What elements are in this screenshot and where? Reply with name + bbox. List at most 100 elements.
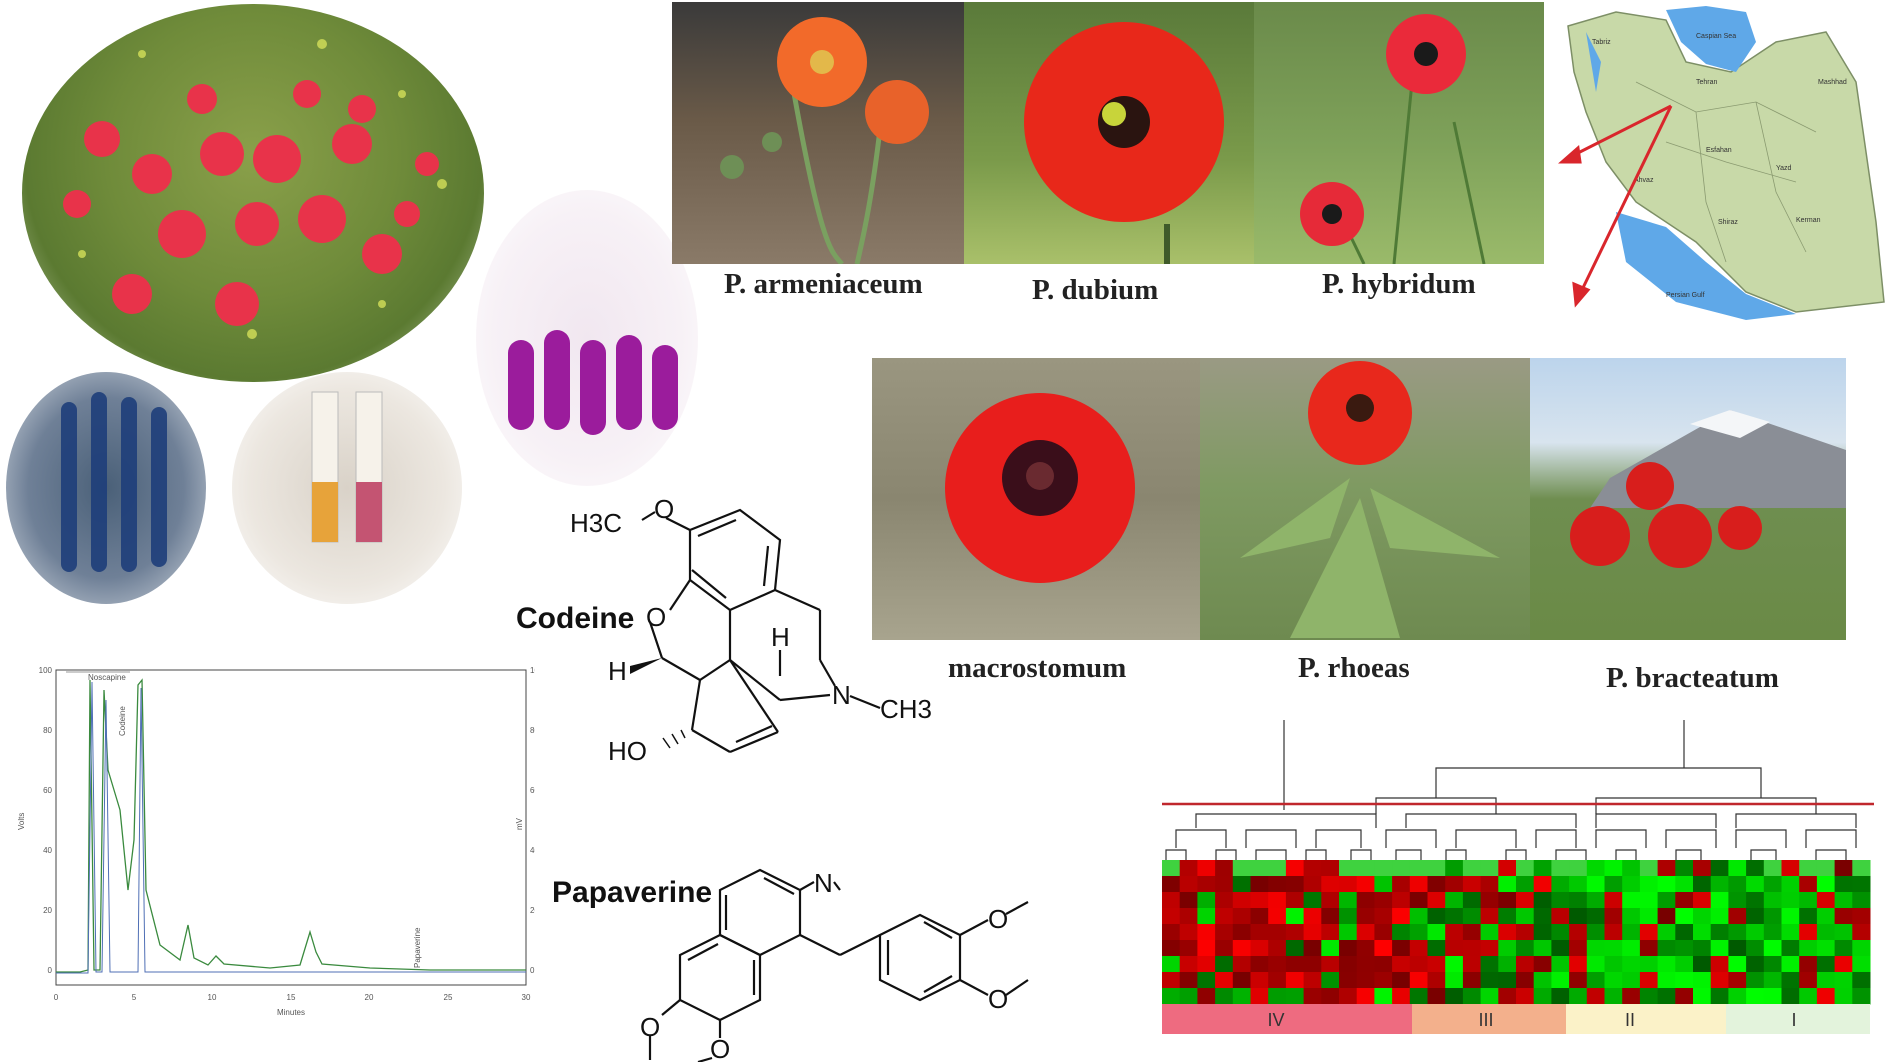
heatmap-cell: [1339, 940, 1358, 957]
heatmap-cell: [1516, 940, 1535, 957]
heatmap-cell: [1710, 940, 1729, 957]
heatmap-cell: [1427, 876, 1446, 893]
heatmap-cell: [1728, 908, 1747, 925]
map-labels: Caspian Sea Persian Gulf Tehran Tabriz M…: [1592, 33, 1847, 299]
photo-p-bracteatum: [1530, 358, 1846, 640]
heatmap-cell: [1480, 892, 1499, 909]
heatmap-cell: [1179, 892, 1198, 909]
heatmap-cell: [1675, 988, 1694, 1005]
heatmap-cell: [1693, 940, 1712, 957]
y-tick: 20: [530, 906, 535, 915]
chromatogram-trace: [56, 678, 526, 973]
heatmap-cell: [1409, 924, 1428, 941]
photo-macrostomum: [872, 358, 1200, 640]
y-tick-labels-left: 0 20 40 60 80 100: [39, 666, 53, 975]
heatmap-cell: [1268, 892, 1287, 909]
heatmap-cell: [1586, 908, 1605, 925]
heatmap-cell: [1480, 972, 1499, 989]
heatmap-cell: [1586, 860, 1605, 877]
heatmap-cell: [1232, 972, 1251, 989]
heatmap-cell: [1285, 860, 1305, 877]
heatmap-cell: [1728, 860, 1747, 877]
heatmap-cell: [1232, 924, 1251, 941]
heatmap-cell: [1781, 876, 1800, 893]
cluster-dendrogram-heatmap: IV III II I: [1162, 720, 1874, 1034]
heatmap-cell: [1763, 940, 1782, 957]
heatmap-cell: [1693, 892, 1712, 909]
heatmap-cell: [1657, 956, 1676, 973]
heatmap-cell: [1462, 988, 1482, 1005]
heatmap-cell: [1533, 924, 1552, 941]
peak-label-noscapine: Noscapine: [88, 673, 126, 682]
caption-p-rhoeas: P. rhoeas: [1298, 652, 1410, 684]
heatmap-cell: [1834, 860, 1853, 877]
heatmap-cell: [1498, 956, 1517, 973]
heatmap-cell: [1746, 956, 1765, 973]
heatmap-cell: [1657, 988, 1676, 1005]
heatmap-cell: [1215, 924, 1234, 941]
heatmap-cell: [1834, 892, 1853, 909]
heatmap-cell: [1321, 908, 1340, 925]
heatmap-cell: [1498, 988, 1517, 1005]
heatmap-cell: [1179, 988, 1198, 1005]
heatmap-cell: [1427, 972, 1446, 989]
heatmap-cell: [1285, 988, 1305, 1005]
y-tick: 40: [530, 846, 535, 855]
heatmap-cell: [1303, 972, 1322, 989]
heatmap-cell: [1852, 860, 1871, 877]
heatmap-cell: [1799, 972, 1818, 989]
heatmap-cell: [1339, 892, 1358, 909]
heatmap-cell: [1551, 940, 1570, 957]
heatmap-cell: [1232, 956, 1251, 973]
heatmap-cell: [1197, 908, 1216, 925]
heatmap-cell: [1268, 956, 1287, 973]
heatmap-cell: [1657, 940, 1676, 957]
heatmap-cell: [1852, 956, 1871, 973]
x-axis-label: Minutes: [277, 1008, 305, 1017]
heatmap-cell: [1586, 876, 1605, 893]
heatmap-cell: [1799, 924, 1818, 941]
heatmap-cell: [1622, 988, 1641, 1005]
cluster-label-iii: III: [1478, 1010, 1493, 1030]
heatmap-cell: [1268, 940, 1287, 957]
heatmap-cell: [1215, 908, 1234, 925]
heatmap-cell: [1392, 876, 1411, 893]
heatmap-cell: [1657, 892, 1676, 909]
heatmap-cell: [1586, 972, 1605, 989]
cluster-band-i: [1726, 1004, 1870, 1034]
cluster-band-iv: [1162, 1004, 1412, 1034]
heatmap-cell: [1799, 860, 1818, 877]
papaverine-atom-o3: O: [640, 1012, 660, 1042]
heatmap-cell: [1834, 908, 1853, 925]
heatmap-cell: [1250, 988, 1269, 1005]
y-tick: 100: [39, 666, 53, 675]
x-tick-labels: 0 5 10 15 20 25 30: [54, 993, 531, 1002]
heatmap-cell: [1462, 924, 1482, 941]
map-label: Tehran: [1696, 79, 1718, 86]
heatmap-cell: [1268, 988, 1287, 1005]
heatmap-cell: [1657, 876, 1676, 893]
heatmap-cell: [1480, 908, 1499, 925]
heatmap-cell: [1551, 988, 1570, 1005]
heatmap-cell: [1586, 956, 1605, 973]
heatmap-cell: [1622, 876, 1641, 893]
heatmap-cell: [1215, 860, 1234, 877]
heatmap-cell: [1781, 860, 1800, 877]
heatmap-cell: [1285, 924, 1305, 941]
heatmap-cell: [1728, 940, 1747, 957]
heatmap-cell: [1657, 860, 1676, 877]
heatmap-cell: [1763, 972, 1782, 989]
heatmap-cell: [1516, 876, 1535, 893]
heatmap-cell: [1462, 908, 1482, 925]
codeine-atom-h-left: H: [608, 656, 627, 686]
heatmap-cell: [1409, 972, 1428, 989]
heatmap-cell: [1604, 908, 1623, 925]
purple-tubes-drawing: [508, 330, 678, 435]
heatmap-cell: [1480, 924, 1499, 941]
papaverine-label: Papaverine: [552, 876, 713, 909]
heatmap-cell: [1852, 908, 1871, 925]
heatmap-cell: [1834, 988, 1853, 1005]
heatmap-cell: [1675, 940, 1694, 957]
heatmap-cell: [1657, 908, 1676, 925]
heatmap-cell: [1162, 908, 1181, 925]
